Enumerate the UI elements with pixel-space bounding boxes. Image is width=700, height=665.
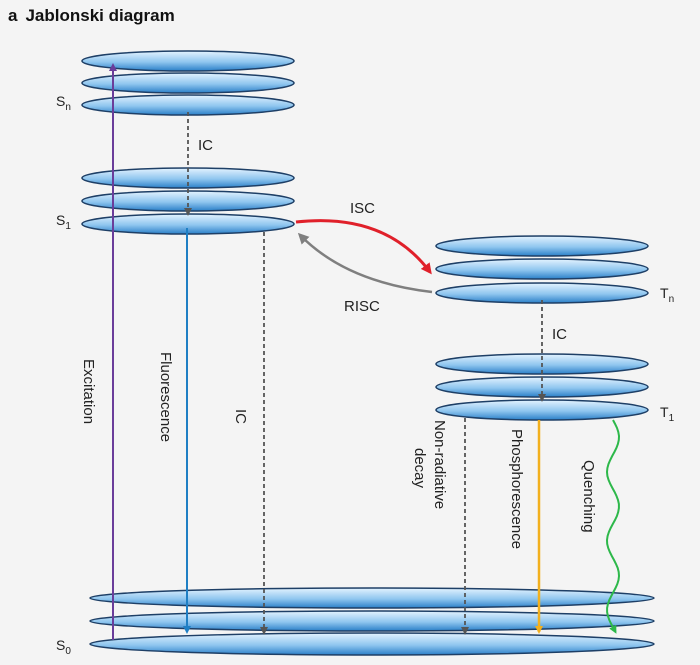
s0-vibrational-level-mid [89,610,655,632]
figure-title: Jablonski diagram [25,6,175,25]
non-radiative-label-line2: decay [411,448,428,489]
state-label-tn: Tn [660,285,674,305]
excitation-label: Excitation [80,359,97,424]
sn-vibrational-level-top [81,50,295,72]
risc-arrow [297,232,433,294]
state-label-sn: Sn [56,93,71,113]
quenching-arrow [605,419,621,634]
fluorescence-label: Fluorescence [157,352,174,442]
state-label-s1: S1 [56,212,71,232]
state-label-t1: T1 [660,404,675,424]
quenching-label: Quenching [580,460,597,533]
s0-vibrational-level-top [89,587,655,609]
non-radiative-label-line1: Non-radiative [431,420,448,509]
figure-heading: a Jablonski diagram [8,6,175,26]
t1-energy-level [435,399,649,421]
risc-label: RISC [344,298,380,315]
isc-arrow [295,219,432,275]
phosphorescence-label: Phosphorescence [508,429,525,549]
state-label-s0: S0 [56,637,71,657]
tn-vibrational-level-top [435,235,649,257]
ic-s1-s0-label: IC [232,409,249,424]
level-group-tn [435,235,649,304]
ic-sn-s1-label: IC [198,137,213,154]
panel-letter: a [8,6,18,25]
sn-vibrational-level-mid [81,72,295,94]
level-group-s0 [89,587,655,656]
ic-tn-t1-label: IC [552,326,567,343]
tn-vibrational-level-mid [435,258,649,280]
level-group-sn [81,50,295,116]
s0-energy-level [89,632,655,656]
isc-label: ISC [350,200,375,217]
